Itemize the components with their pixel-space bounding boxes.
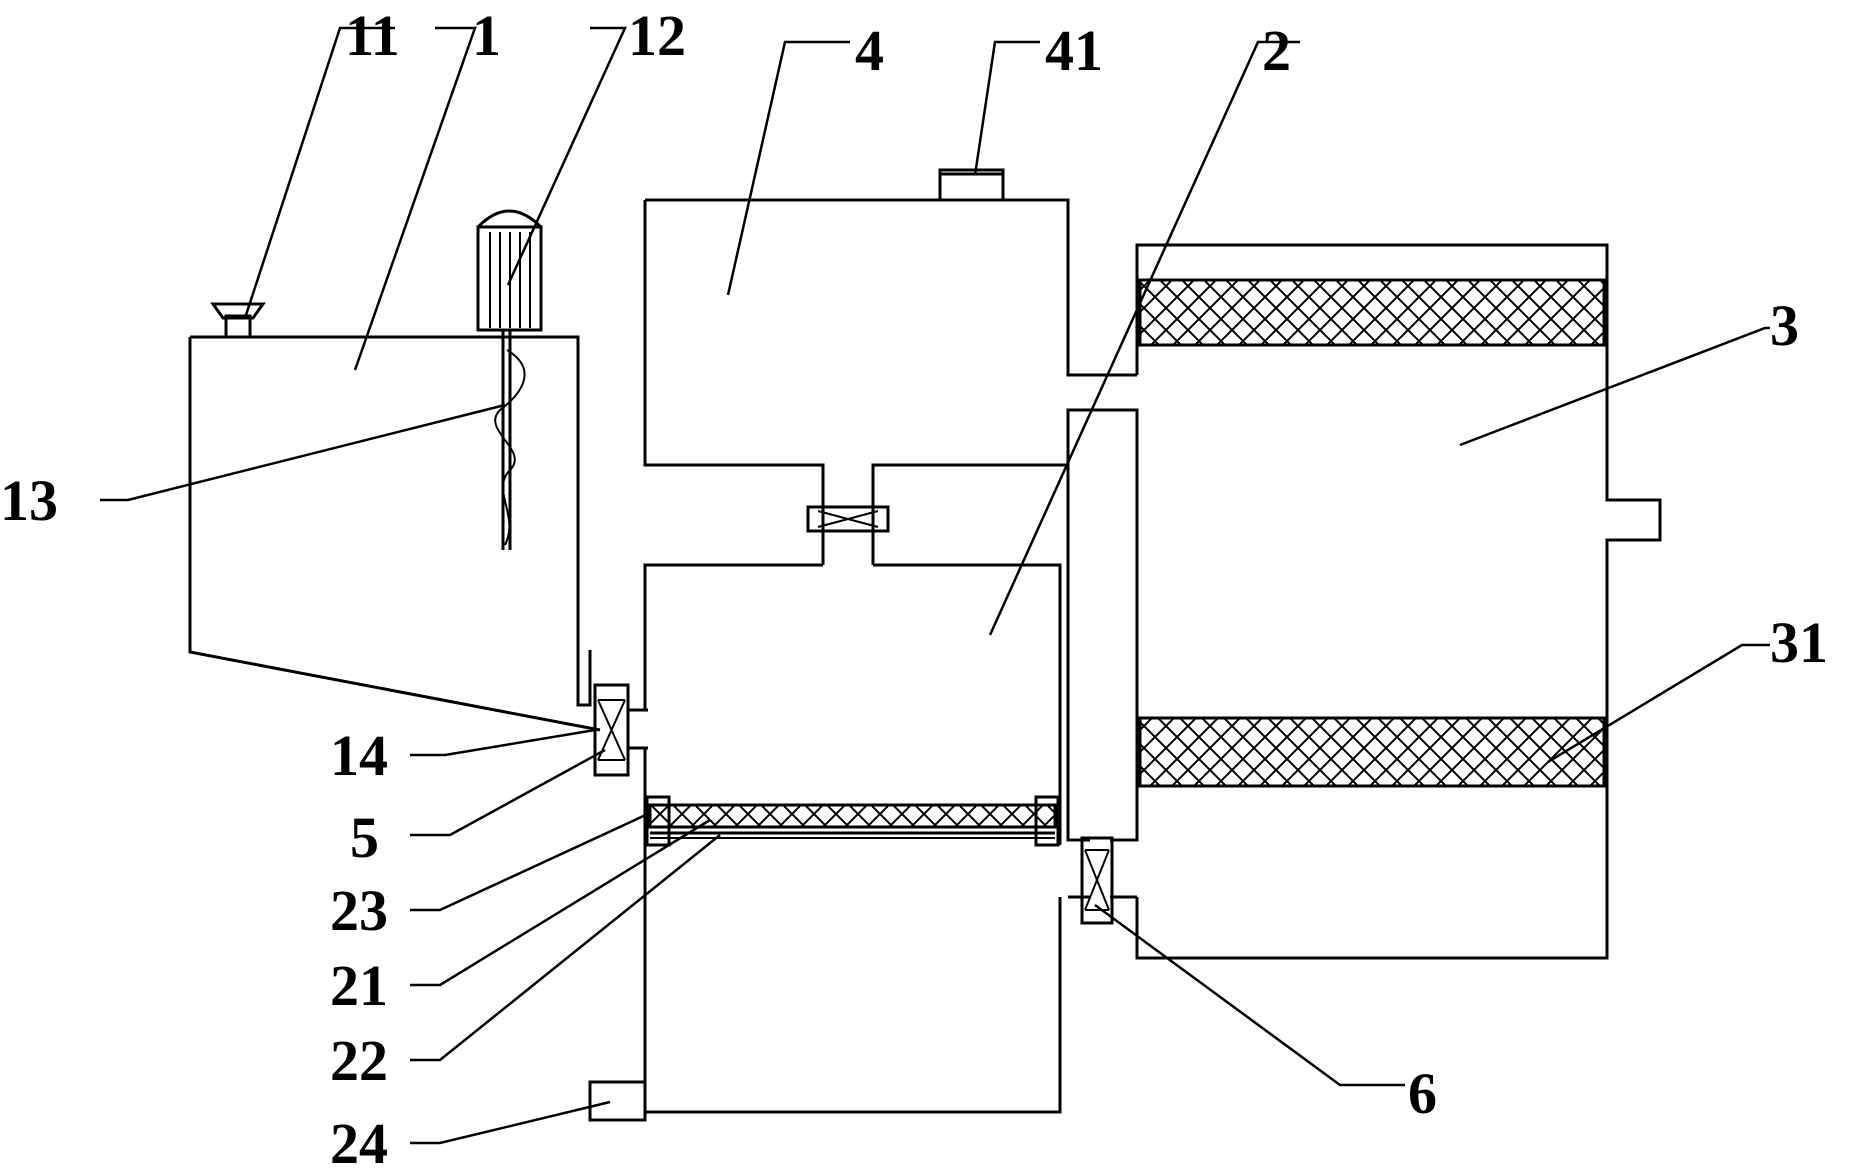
label-22: 22 [330,1028,388,1093]
label-11: 11 [345,3,400,68]
label-31: 31 [1770,610,1828,675]
chamber-4 [643,168,1137,565]
valve-6 [1080,836,1114,925]
label-13: 13 [0,468,58,533]
chamber-2 [588,563,1062,1122]
filter-layer-top [1138,278,1606,347]
label-5: 5 [350,805,379,870]
label-14: 14 [330,723,388,788]
leader-lines [100,26,1770,1145]
motor-12 [476,209,543,332]
label-1: 1 [472,3,501,68]
stirrer-13 [494,330,526,550]
feed-hopper-11 [210,302,266,339]
tank-3 [1135,243,1662,960]
label-4: 4 [855,18,884,83]
label-12: 12 [628,3,686,68]
middle-valve [806,505,890,533]
label-6: 6 [1408,1061,1437,1126]
connecting-pipe [1066,408,1139,899]
tank-1 [188,209,601,732]
outlet-41 [938,168,1005,202]
label-24: 24 [330,1111,388,1173]
label-23: 23 [330,878,388,943]
label-2: 2 [1262,18,1291,83]
filter-assembly [645,795,1060,847]
label-21: 21 [330,953,388,1018]
outlet-24 [588,1080,647,1122]
label-41: 41 [1045,18,1103,83]
label-3: 3 [1770,293,1799,358]
filter-layer-31 [1138,716,1606,788]
valve-5 [593,683,648,777]
